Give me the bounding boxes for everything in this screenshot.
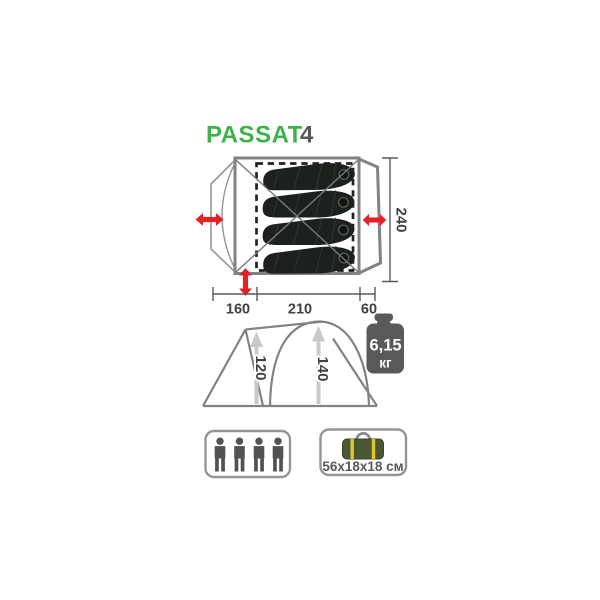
vestibule-outline — [210, 158, 236, 274]
depth-dimension: 160 210 60 — [212, 287, 377, 318]
height-annotations: 120 140 — [250, 325, 333, 404]
brand-name: PASSAT — [206, 122, 303, 149]
pole-cross-lines — [235, 159, 359, 273]
vestibule-front-edge — [244, 329, 265, 407]
depth-dimension-line — [212, 287, 376, 301]
vestibule-depth-label: 160 — [226, 302, 250, 318]
packed-size-box: 56x18x18 см — [319, 428, 408, 477]
inner-depth-label: 210 — [288, 302, 312, 318]
floor-plan-view — [195, 156, 387, 296]
vestibule-slope — [202, 328, 247, 407]
rear-depth-label: 60 — [361, 302, 377, 318]
weight-value: 6,15 — [369, 337, 401, 355]
width-dimension-line — [382, 157, 398, 283]
title-block: PASSAT 4 — [206, 122, 314, 149]
vestibule-height-label: 120 — [252, 355, 269, 380]
dome-height-arrow — [312, 325, 325, 404]
vestibule-door-arc — [221, 162, 236, 270]
dome-arc — [268, 320, 371, 407]
profile-view — [202, 320, 378, 408]
packed-size-label: 56x18x18 см — [322, 459, 403, 474]
rear-slope — [332, 337, 378, 407]
model-number: 4 — [300, 122, 314, 149]
width-dimension: 240 — [382, 157, 410, 283]
weight-badge: 6,15 кг — [366, 313, 404, 374]
duffel-bag-icon — [342, 431, 384, 460]
capacity-box — [204, 429, 292, 479]
dome-height-label: 140 — [314, 356, 331, 381]
capacity-box-frame — [204, 429, 292, 479]
kettlebell-weight-icon — [366, 313, 404, 374]
vestibule-height-arrow — [250, 331, 263, 404]
total-width-label: 240 — [393, 207, 410, 232]
weight-unit: кг — [379, 356, 392, 371]
rear-cap-outline — [357, 156, 383, 276]
